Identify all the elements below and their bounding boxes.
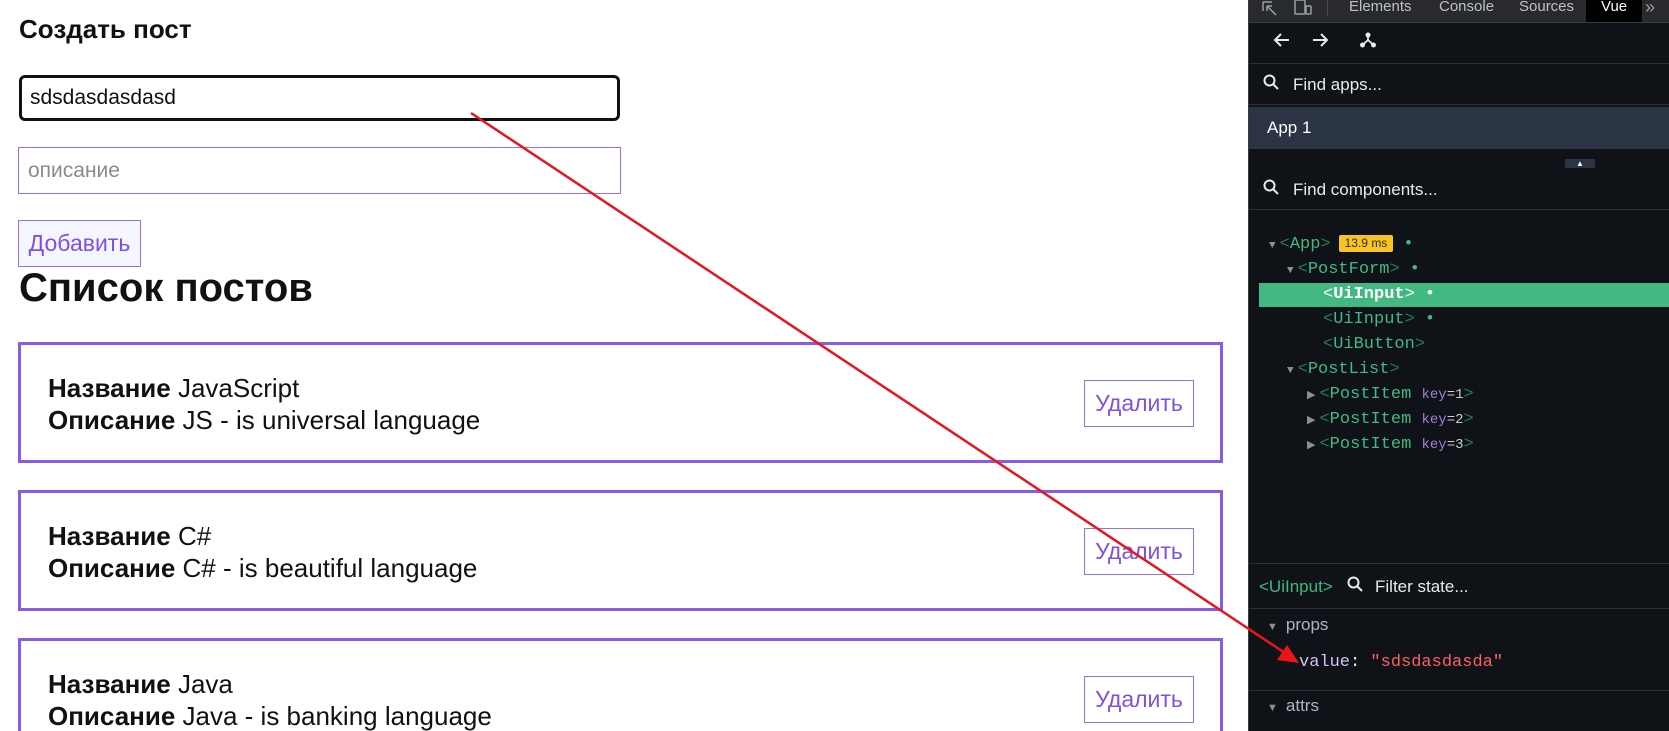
post-title-label: Название (48, 521, 171, 551)
post-description-label: Описание (48, 701, 176, 731)
app-selector-item[interactable]: App 1 (1249, 107, 1669, 149)
post-title: C# (177, 521, 212, 551)
divider (1249, 690, 1669, 691)
tab-sources[interactable]: Sources (1519, 0, 1575, 15)
search-icon (1263, 74, 1279, 95)
post-content: Название Java Описание Java - is banking… (48, 668, 492, 731)
find-apps-bar (1249, 64, 1669, 105)
tree-node-postitem[interactable]: ▶<PostItem key=2> (1307, 410, 1474, 429)
delete-post-button[interactable]: Удалить (1084, 528, 1194, 575)
tree-node-postform[interactable]: ▼<PostForm>• (1287, 260, 1420, 279)
delete-post-button[interactable]: Удалить (1084, 380, 1194, 427)
render-time-badge: 13.9 ms (1338, 235, 1394, 253)
attrs-section-toggle[interactable]: ▼attrs (1267, 696, 1319, 715)
add-post-button[interactable]: Добавить (18, 220, 141, 267)
more-tabs-icon[interactable]: » (1645, 0, 1656, 17)
post-description-input[interactable] (18, 147, 621, 194)
find-components-input[interactable] (1291, 176, 1655, 204)
search-icon (1263, 179, 1279, 200)
vue-nav-bar (1249, 23, 1669, 64)
app-name: App 1 (1267, 118, 1312, 137)
post-content: Название JavaScript Описание JS - is uni… (48, 372, 480, 436)
post-description: JS - is universal language (182, 405, 481, 435)
prop-row: value: "sdsdasdasda" (1299, 653, 1504, 672)
prop-key: value (1299, 653, 1351, 672)
search-icon (1347, 576, 1363, 597)
create-post-heading: Создать пост (19, 14, 192, 44)
post-title: Java (177, 669, 233, 699)
chevron-down-icon: ▼ (1267, 702, 1278, 714)
devtools-panel: Elements Console Sources Vue » App 1 (1248, 0, 1669, 731)
delete-post-button[interactable]: Удалить (1084, 676, 1194, 723)
selected-component-name: <UiInput> (1259, 577, 1333, 596)
prop-value: "sdsdasdasda" (1370, 653, 1504, 672)
tab-elements[interactable]: Elements (1349, 0, 1412, 15)
post-description: C# - is beautiful language (182, 553, 478, 583)
tree-node-app[interactable]: ▼<App>13.9 ms• (1269, 235, 1414, 254)
post-title-label: Название (48, 373, 171, 403)
toolbar-divider (1327, 0, 1328, 16)
post-title-label: Название (48, 669, 171, 699)
find-components-bar (1249, 169, 1669, 210)
tree-node-postlist[interactable]: ▼<PostList> (1287, 360, 1400, 379)
props-section-toggle[interactable]: ▼props (1267, 615, 1329, 634)
state-inspector-header: <UiInput> (1249, 563, 1669, 609)
tab-console[interactable]: Console (1439, 0, 1495, 15)
back-arrow-icon[interactable] (1273, 31, 1291, 55)
find-apps-input[interactable] (1291, 71, 1655, 99)
post-description-label: Описание (48, 405, 176, 435)
inspect-element-icon[interactable] (1261, 0, 1279, 16)
forward-arrow-icon[interactable] (1311, 31, 1329, 55)
tab-vue[interactable]: Vue (1586, 0, 1643, 22)
tree-node-uibutton[interactable]: <UiButton> (1323, 335, 1426, 354)
post-list-heading: Список постов (19, 266, 313, 310)
collapse-handle-icon[interactable]: ▲ (1565, 159, 1595, 168)
post-title: JavaScript (177, 373, 300, 403)
devtools-tab-bar: Elements Console Sources Vue » (1249, 0, 1669, 23)
device-toolbar-icon[interactable] (1293, 0, 1313, 16)
filter-state-input[interactable] (1373, 573, 1657, 601)
post-content: Название C# Описание C# - is beautiful l… (48, 520, 477, 584)
tree-node-postitem[interactable]: ▶<PostItem key=3> (1307, 435, 1474, 454)
tree-node-uiinput[interactable]: <UiInput>• (1323, 310, 1436, 329)
vue-devtools: App 1 ▲ ▼<App>13.9 ms• ▼<PostForm>• <UiI… (1249, 23, 1669, 731)
post-item: Название JavaScript Описание JS - is uni… (18, 342, 1223, 463)
post-description-label: Описание (48, 553, 176, 583)
post-item: Название Java Описание Java - is banking… (18, 638, 1223, 731)
tree-node-postitem[interactable]: ▶<PostItem key=1> (1307, 385, 1474, 404)
post-item: Название C# Описание C# - is beautiful l… (18, 490, 1223, 611)
chevron-down-icon: ▼ (1267, 621, 1278, 633)
app-page: Создать пост Добавить Список постов Назв… (18, 14, 1223, 731)
post-description: Java - is banking language (182, 701, 492, 731)
component-tree-icon[interactable] (1359, 31, 1377, 55)
tree-node-uiinput-selected[interactable]: <UiInput>• (1259, 283, 1669, 307)
post-title-input[interactable] (19, 75, 620, 121)
